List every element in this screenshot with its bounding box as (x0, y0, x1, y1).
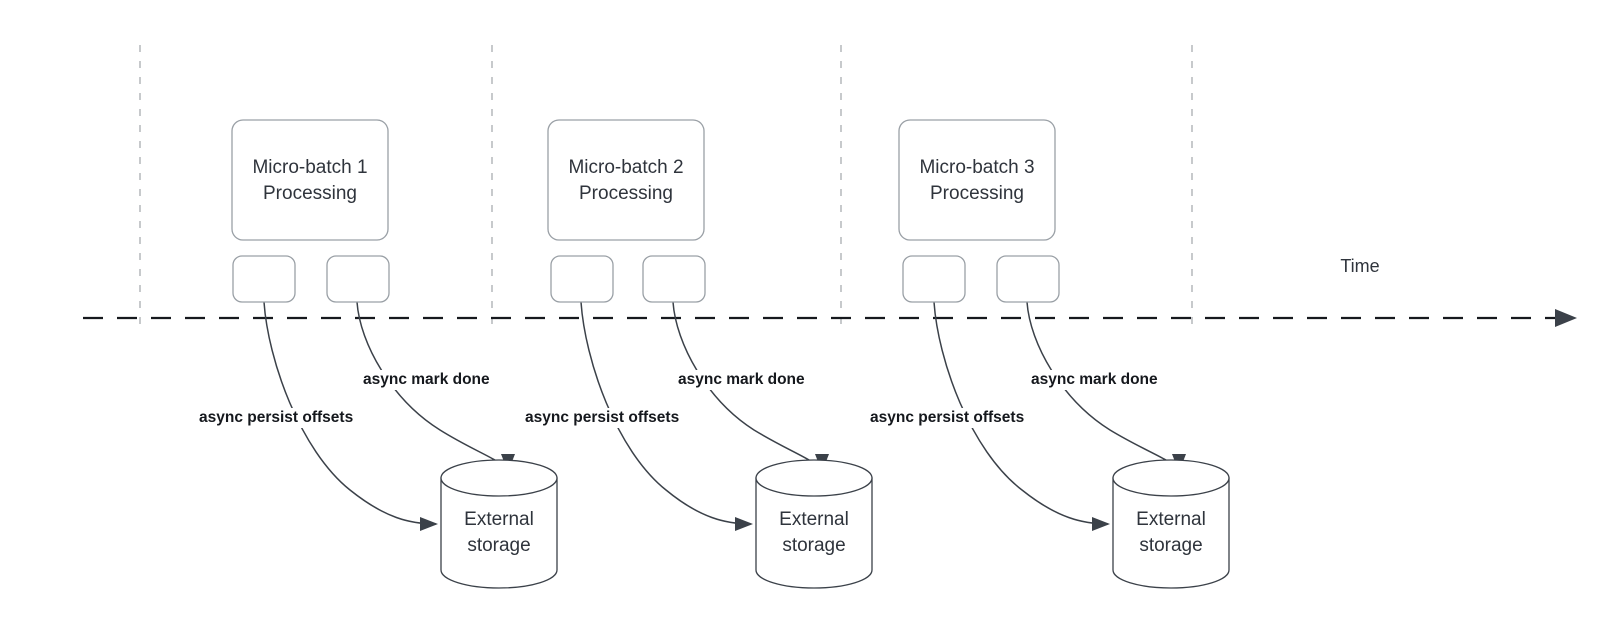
edge-label-async-persist-offsets-1: async persist offsets (199, 409, 353, 426)
micro-batch-label-line1-1: Micro-batch 1 (252, 157, 367, 178)
external-storage-top-3[interactable] (1112, 459, 1230, 497)
external-storage-top-2[interactable] (755, 459, 873, 497)
timeline-label: Time (1340, 256, 1379, 276)
edge-async-mark-done-2 (672, 301, 821, 469)
micro-batch-label-line1-3: Micro-batch 3 (919, 157, 1034, 178)
tick-mark-done-box-3[interactable] (996, 255, 1060, 303)
external-storage-label-line2-1: storage (467, 535, 530, 556)
micro-batch-box-1[interactable] (231, 119, 389, 241)
edge-label-async-mark-done-3: async mark done (1031, 371, 1158, 388)
edge-async-persist-offsets-2 (580, 301, 752, 525)
tick-persist-box-3[interactable] (902, 255, 966, 303)
edge-label-async-persist-offsets-3: async persist offsets (870, 409, 1024, 426)
edge-arrow-async-persist-offsets-1-icon (420, 517, 438, 531)
edge-label-async-mark-done-2: async mark done (678, 371, 805, 388)
external-storage-body-1[interactable] (440, 477, 558, 589)
edge-arrow-async-persist-offsets-2-icon (735, 517, 753, 531)
tick-mark-done-box-2[interactable] (642, 255, 706, 303)
edge-async-persist-offsets-3 (933, 301, 1109, 525)
edge-label-halo-async-mark-done-1 (360, 370, 483, 390)
tick-persist-box-2[interactable] (550, 255, 614, 303)
micro-batch-label-line2-3: Processing (930, 183, 1024, 204)
edge-label-halo-async-persist-offsets-3 (867, 408, 1040, 428)
edge-arrow-async-persist-offsets-3-icon (1092, 517, 1110, 531)
edge-label-halo-async-persist-offsets-2 (522, 408, 695, 428)
micro-batch-box-2[interactable] (547, 119, 705, 241)
tick-mark-done-box-1[interactable] (326, 255, 390, 303)
edge-label-halo-async-persist-offsets-1 (196, 408, 369, 428)
timeline-layer: Time (83, 256, 1577, 327)
edge-label-halo-async-mark-done-2 (675, 370, 798, 390)
external-storage-label-line1-2: External (779, 509, 849, 530)
external-storage-body-3[interactable] (1112, 477, 1230, 589)
edge-label-halo-async-mark-done-3 (1028, 370, 1151, 390)
micro-batch-label-line2-2: Processing (579, 183, 673, 204)
external-storage-top-1[interactable] (440, 459, 558, 497)
external-storage-label-line2-3: storage (1139, 535, 1202, 556)
micro-batch-box-3[interactable] (898, 119, 1056, 241)
edge-labels-layer: async persist offsets async mark done asyn… (196, 370, 1158, 428)
edge-label-async-mark-done-1: async mark done (363, 371, 490, 388)
micro-batch-label-line1-2: Micro-batch 2 (568, 157, 683, 178)
edge-async-mark-done-3 (1026, 301, 1178, 469)
tick-persist-box-1[interactable] (232, 255, 296, 303)
micro-batch-label-line2-1: Processing (263, 183, 357, 204)
external-storage-label-line1-1: External (464, 509, 534, 530)
edge-label-async-persist-offsets-2: async persist offsets (525, 409, 679, 426)
external-storage-label-line2-2: storage (782, 535, 845, 556)
timeline-arrow-icon (1555, 309, 1577, 327)
edge-async-mark-done-1 (356, 301, 507, 469)
external-storage-body-2[interactable] (755, 477, 873, 589)
edge-async-persist-offsets-1 (263, 301, 437, 525)
external-storage-label-line1-3: External (1136, 509, 1206, 530)
flow-edges-layer (263, 301, 1186, 531)
